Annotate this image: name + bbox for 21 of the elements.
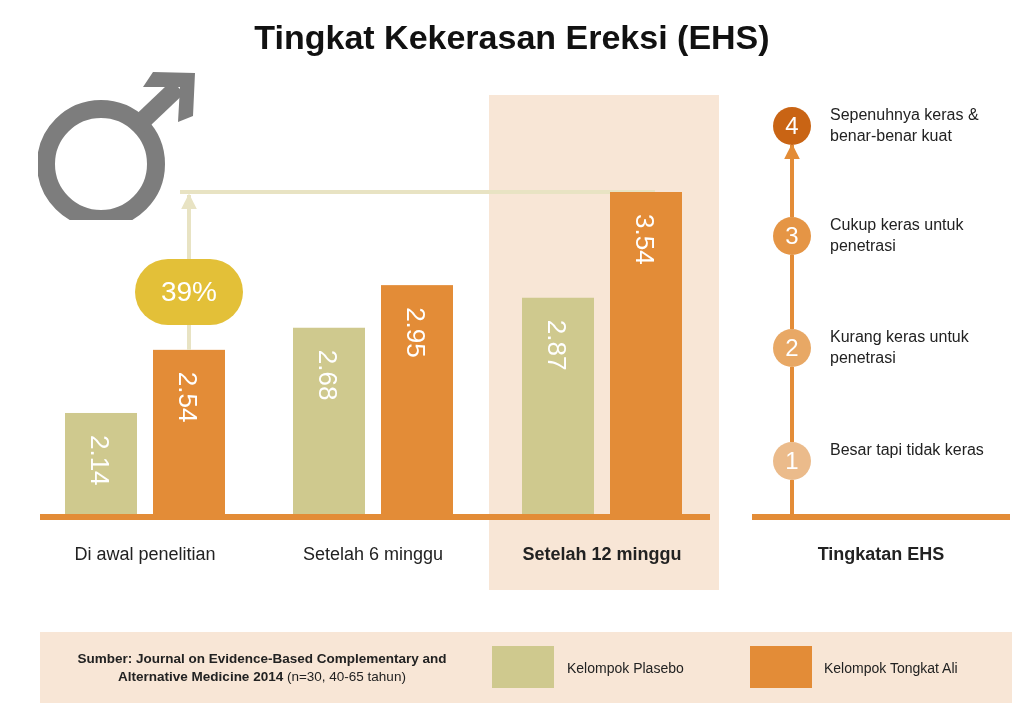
category-label: Di awal penelitian	[73, 543, 217, 566]
legend-label: Kelompok Tongkat Ali	[824, 659, 958, 678]
bar-value: 2.87	[542, 319, 572, 371]
bar-value: 2.95	[401, 307, 431, 358]
level-description: Besar tapi tidak keras	[830, 440, 985, 460]
category-label: Setelah 12 minggu	[521, 543, 683, 566]
legend-label: Kelompok Plasebo	[567, 659, 684, 678]
level-description: Sepenuhnya keras & benar-benar kuat	[830, 105, 980, 146]
arrow	[181, 193, 197, 259]
bar-value: 2.14	[85, 435, 115, 486]
title: Tingkat Kekerasan Ereksi (EHS)	[253, 17, 771, 58]
source-note: Sumber: Journal on Evidence-Based Complementary and Alternative Medicine 2014 (n=30, 40-65 tahun)	[76, 650, 448, 686]
category-label: Setelah 6 minggu	[301, 543, 445, 566]
axis-title: Tingkatan EHS	[816, 543, 946, 566]
bar-value: 3.54	[630, 214, 660, 265]
arrow	[784, 143, 800, 217]
bar	[153, 349, 225, 514]
bar-value: 2.54	[173, 371, 203, 423]
level-description: Cukup keras untuk penetrasi	[830, 215, 965, 256]
level-description: Kurang keras untuk penetrasi	[830, 327, 970, 368]
bar-value: 2.68	[313, 349, 343, 401]
